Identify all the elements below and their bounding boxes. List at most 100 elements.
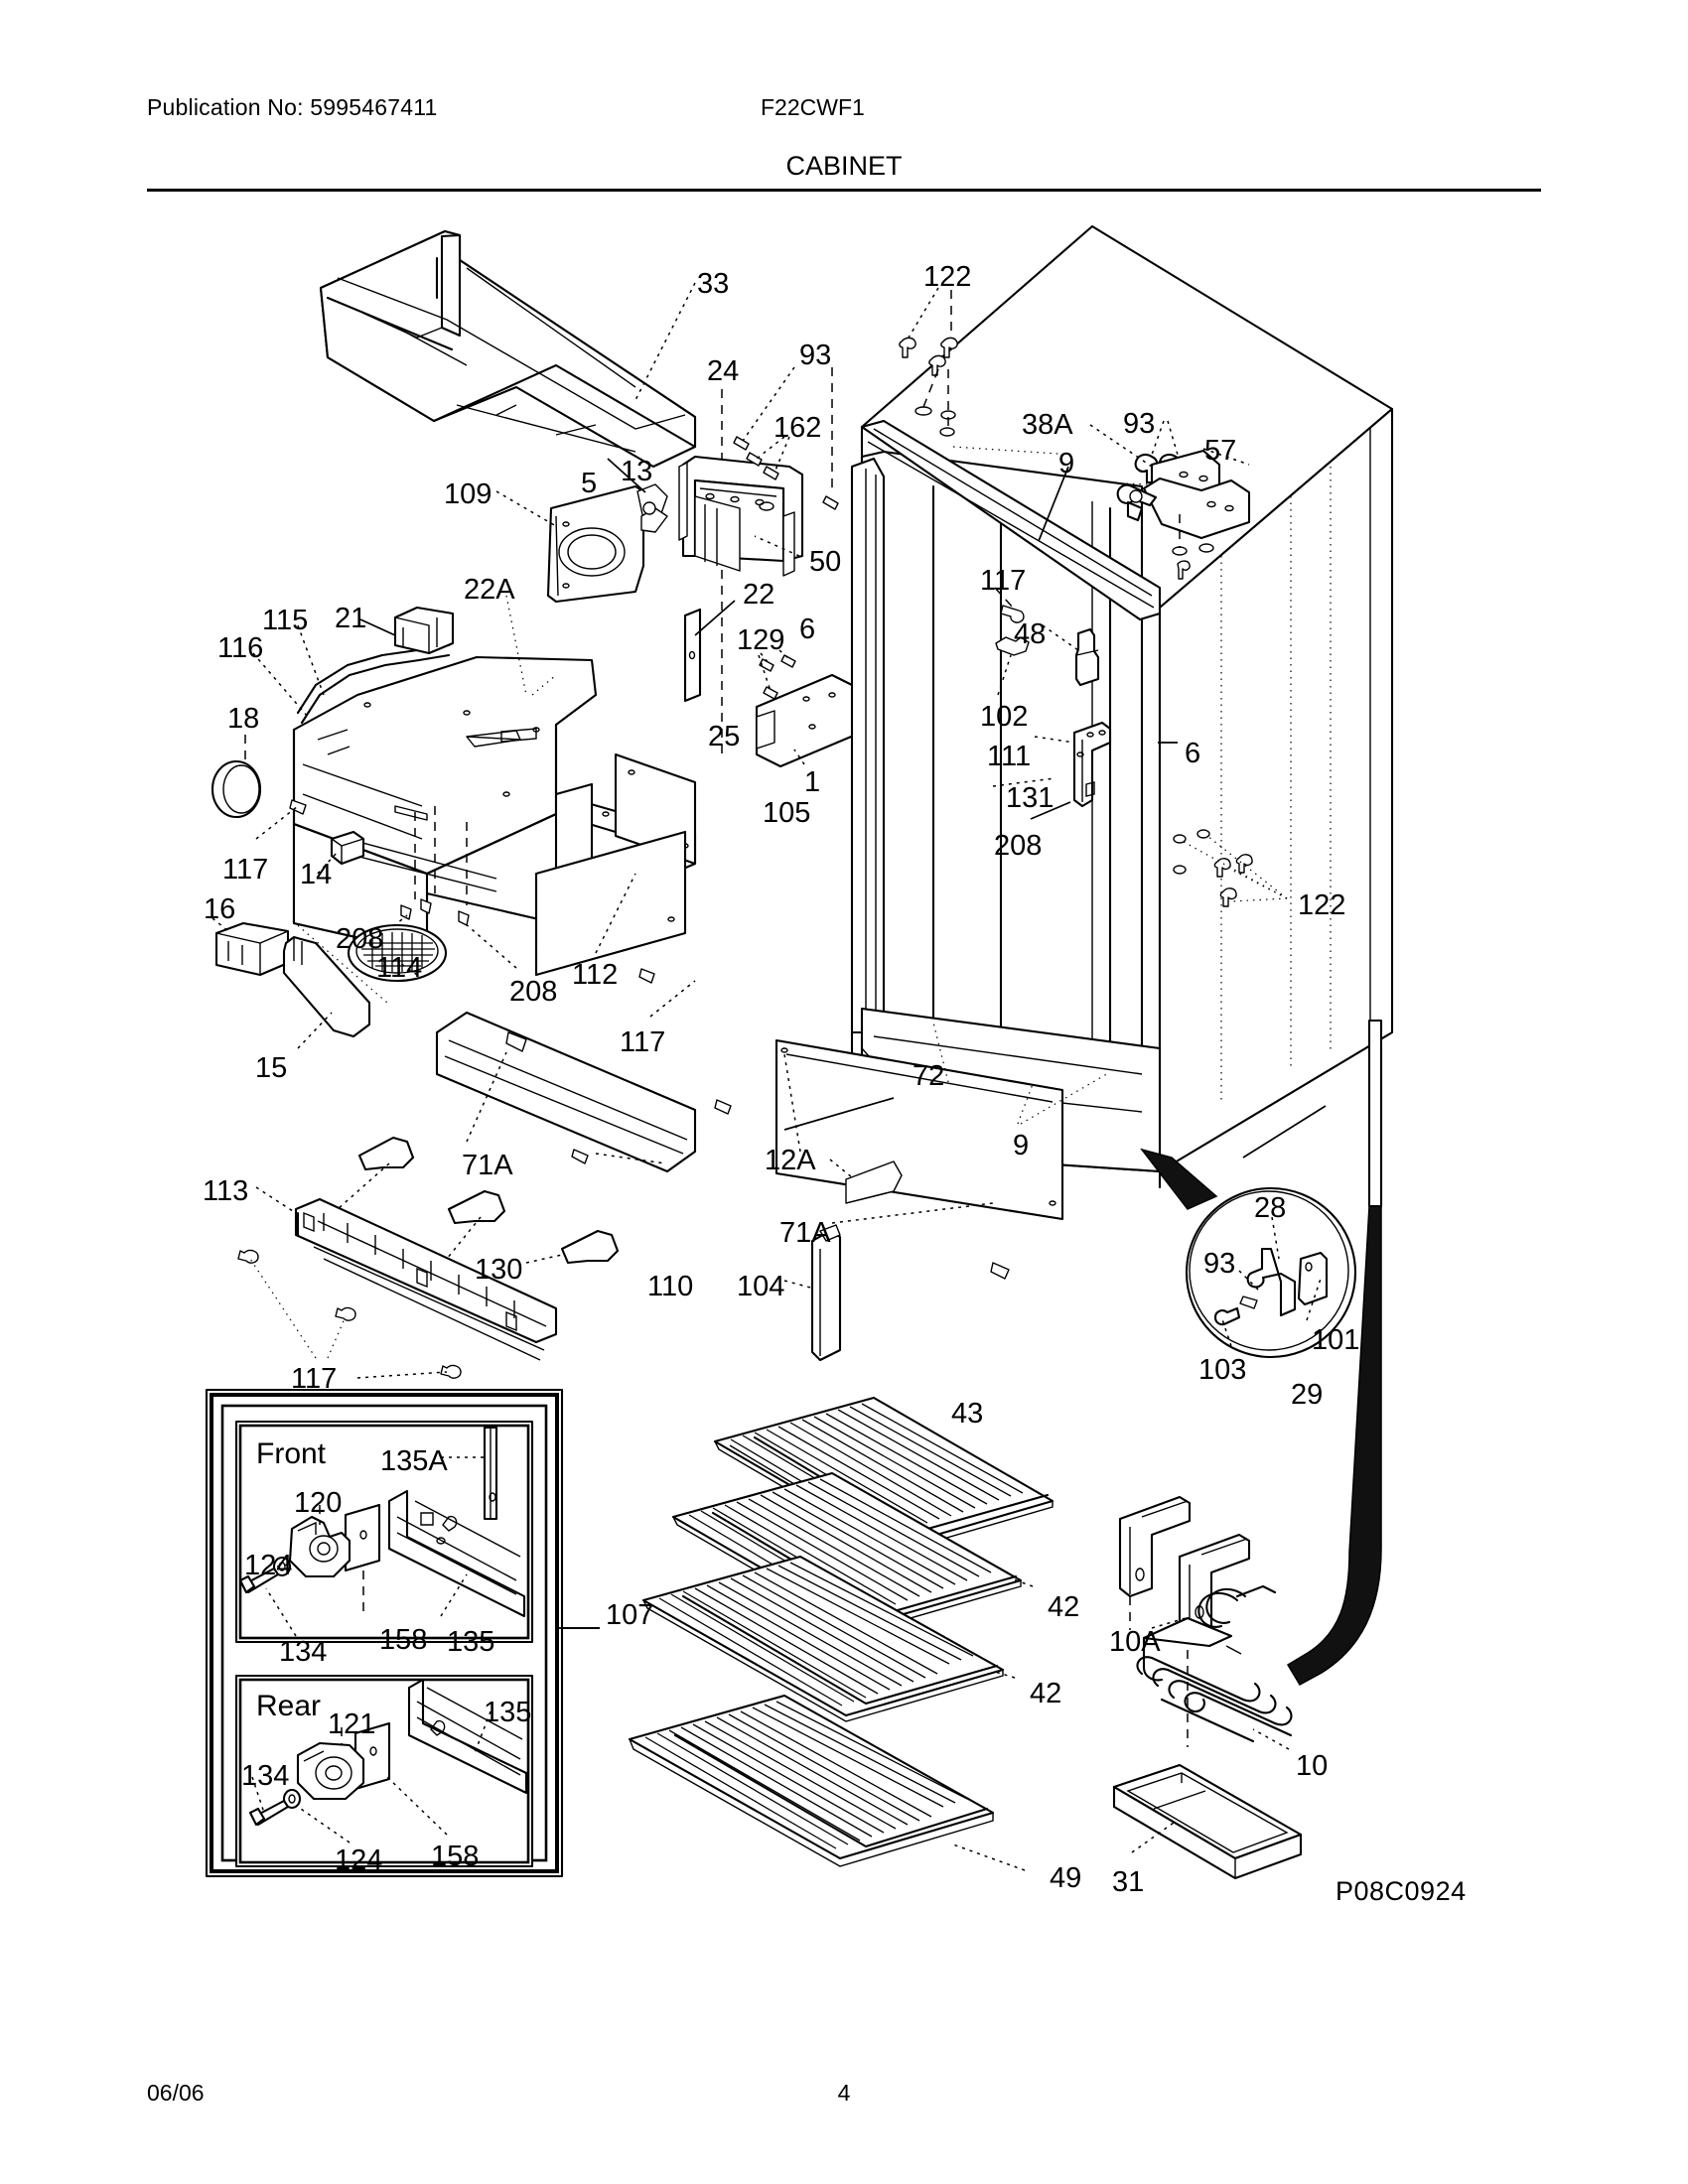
part-callout-114: 114 (376, 952, 423, 984)
part-117-interior-clip (994, 587, 1025, 623)
part-callout-113: 113 (203, 1175, 249, 1207)
part-1-mounting-plate (755, 673, 929, 768)
part-122-lower-fasteners (1173, 829, 1288, 907)
part-callout-10a: 10A (1109, 1626, 1161, 1658)
part-24-screw (716, 389, 728, 754)
part-callout-105: 105 (763, 797, 811, 829)
part-callout-1: 1 (804, 766, 821, 798)
part-callout-42: 42 (1048, 1591, 1080, 1623)
model-number: F22CWF1 (761, 94, 865, 120)
part-callout-57: 57 (1204, 435, 1237, 467)
part-16-defrost-thermostat (211, 917, 290, 977)
part-callout-109: 109 (444, 478, 492, 510)
part-callout-102: 102 (980, 701, 1029, 733)
part-114-drain-pan-screen (347, 923, 448, 983)
part-callout-43: 43 (951, 1398, 984, 1430)
part-21-connector (359, 606, 455, 655)
part-callout-162: 162 (774, 412, 822, 444)
part-callout-117: 117 (222, 854, 269, 886)
detail-callout-circle (1140, 1105, 1357, 1359)
part-117-screws-deck (255, 799, 307, 840)
part-callout-117: 117 (620, 1026, 666, 1058)
part-callout-5: 5 (581, 468, 598, 499)
part-callout-124: 124 (244, 1550, 293, 1581)
part-callout-158: 158 (379, 1624, 428, 1656)
part-31-drain-pan (1112, 1763, 1303, 1880)
part-callout-93: 93 (799, 340, 832, 371)
part-callout-48: 48 (1014, 618, 1047, 650)
part-callout-110: 110 (647, 1271, 694, 1302)
part-callout-208: 208 (509, 976, 558, 1008)
header-divider (147, 189, 1541, 192)
part-callout-120: 120 (294, 1487, 343, 1519)
part-callout-158: 158 (431, 1841, 480, 1872)
part-callout-28: 28 (1254, 1192, 1287, 1224)
part-callout-122: 122 (1298, 889, 1346, 921)
inset-front-box (234, 1420, 534, 1644)
part-callout-122: 122 (923, 261, 972, 293)
part-callout-101: 101 (1312, 1324, 1360, 1356)
part-callout-13: 13 (621, 456, 653, 487)
part-callout-9: 9 (1058, 448, 1075, 479)
part-callout-129: 129 (737, 624, 785, 656)
part-callout-18: 18 (227, 703, 260, 735)
part-113-base-grille (255, 1186, 558, 1361)
part-callout-117: 117 (291, 1363, 338, 1395)
part-38A-57-hinge (1089, 420, 1251, 580)
diagram-code: P08C0924 (1336, 1876, 1467, 1906)
part-callout-6: 6 (1185, 738, 1201, 769)
part-callout-135: 135 (484, 1697, 532, 1728)
part-117-screw-lower (638, 968, 655, 984)
part-callout-50: 50 (809, 546, 842, 578)
page-title: CABINET (785, 151, 903, 181)
part-callout-111: 111 (987, 741, 1032, 772)
part-49-wire-shelf-bottom (628, 1694, 1026, 1871)
part-10A-brackets (1118, 1495, 1251, 1747)
part-13-fan-housing (678, 455, 804, 577)
part-42-shelf-middle-2 (641, 1555, 1016, 1722)
part-122-top-fasteners (899, 287, 958, 437)
part-callout-25: 25 (708, 721, 741, 752)
part-callout-135: 135 (447, 1626, 495, 1658)
part-14-grommet (317, 830, 365, 875)
part-callout-71a: 71A (779, 1217, 831, 1249)
part-33-shelf-frame (319, 229, 697, 469)
part-callout-21: 21 (335, 603, 367, 634)
part-15-defrost-heater (282, 935, 371, 1049)
part-callout-12a: 12A (765, 1145, 816, 1176)
part-102-clip (995, 636, 1030, 696)
part-callout-33: 33 (697, 268, 730, 300)
part-22-bracket (683, 600, 736, 703)
part-5-fan-blade (636, 483, 668, 533)
part-callout-24: 24 (707, 355, 740, 387)
part-162-screws (746, 436, 790, 480)
part-callout-72: 72 (913, 1060, 945, 1092)
part-callout-208: 208 (994, 830, 1043, 862)
part-callout-22a: 22A (464, 574, 515, 606)
part-208-fasteners (386, 806, 517, 969)
part-93-screw-top (733, 366, 795, 451)
part-callout-135a: 135A (380, 1445, 448, 1477)
part-112-back-panel (534, 830, 687, 977)
part-callout-134: 134 (279, 1636, 328, 1668)
inset-front-title: Front (256, 1437, 327, 1470)
part-callout-117: 117 (980, 565, 1027, 597)
part-50-screw (754, 367, 839, 557)
part-callout-121: 121 (328, 1708, 376, 1740)
part-callout-116: 116 (217, 632, 264, 664)
part-72-lower-access-panel (714, 1022, 1111, 1280)
part-callout-10: 10 (1296, 1750, 1329, 1782)
part-104-post (783, 1224, 842, 1362)
part-callout-14: 14 (300, 859, 333, 890)
inset-rear-box (234, 1674, 534, 1868)
part-callout-9: 9 (1013, 1130, 1030, 1161)
part-callout-49: 49 (1050, 1862, 1082, 1894)
part-callout-6: 6 (799, 614, 816, 645)
part-109-fan-shroud (546, 484, 645, 604)
part-130-levelling-legs (337, 1136, 620, 1265)
part-callout-124: 124 (335, 1844, 383, 1876)
part-callout-15: 15 (255, 1052, 288, 1084)
part-117-grille-screws (237, 1249, 462, 1379)
part-111-131-bracket (992, 721, 1112, 820)
